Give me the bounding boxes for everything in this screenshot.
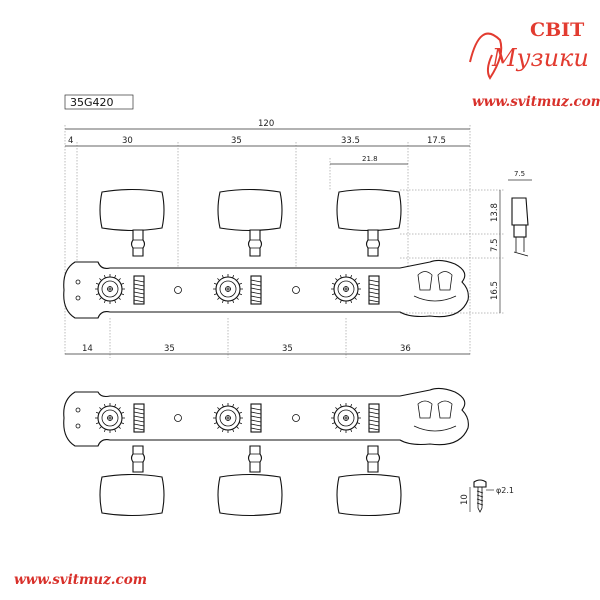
key-side-view: 7.5 bbox=[508, 170, 532, 257]
dim-17-5: 17.5 bbox=[427, 136, 446, 146]
dim-33-5: 33.5 bbox=[341, 136, 360, 146]
right-dimensions: 13.8 7.5 16.5 bbox=[400, 189, 505, 314]
tuner-top-view bbox=[63, 188, 469, 319]
dim-overall: 120 bbox=[258, 119, 274, 129]
screw-detail: φ2.1 10 bbox=[460, 479, 514, 513]
dim-screw-diameter: φ2.1 bbox=[496, 486, 514, 495]
dim-4: 4 bbox=[68, 136, 73, 146]
dim-35-bottom-b: 35 bbox=[282, 344, 293, 354]
dim-14: 14 bbox=[82, 344, 93, 354]
bottom-dimensions: 14 35 35 36 bbox=[65, 318, 470, 358]
model-text: 35G420 bbox=[70, 96, 114, 109]
dim-16-5: 16.5 bbox=[490, 281, 500, 300]
dim-36: 36 bbox=[400, 344, 411, 354]
dim-7-5-height: 7.5 bbox=[490, 238, 500, 252]
model-label: 35G420 bbox=[64, 94, 134, 110]
footer-url: www.svitmuz.com bbox=[14, 572, 147, 588]
dim-35-bottom-a: 35 bbox=[164, 344, 175, 354]
dim-30: 30 bbox=[122, 136, 133, 146]
logo-url: www.svitmuz.com bbox=[472, 94, 600, 110]
top-dimensions: 120 4 30 35 33.5 17.5 21.8 bbox=[64, 119, 471, 355]
logo-top-text: СВІТ bbox=[530, 19, 584, 41]
dim-screw-length: 10 bbox=[460, 494, 470, 505]
logo-script-text: Музики bbox=[491, 44, 589, 72]
logo-swirl-icon bbox=[469, 32, 503, 80]
dim-7-5-width: 7.5 bbox=[514, 170, 525, 178]
tuner-bottom-view bbox=[63, 387, 469, 517]
dim-13-8: 13.8 bbox=[490, 203, 500, 222]
dim-21-8: 21.8 bbox=[362, 155, 378, 163]
brand-logo: СВІТ Музики www.svitmuz.com bbox=[469, 19, 600, 110]
dim-35-top: 35 bbox=[231, 136, 242, 146]
